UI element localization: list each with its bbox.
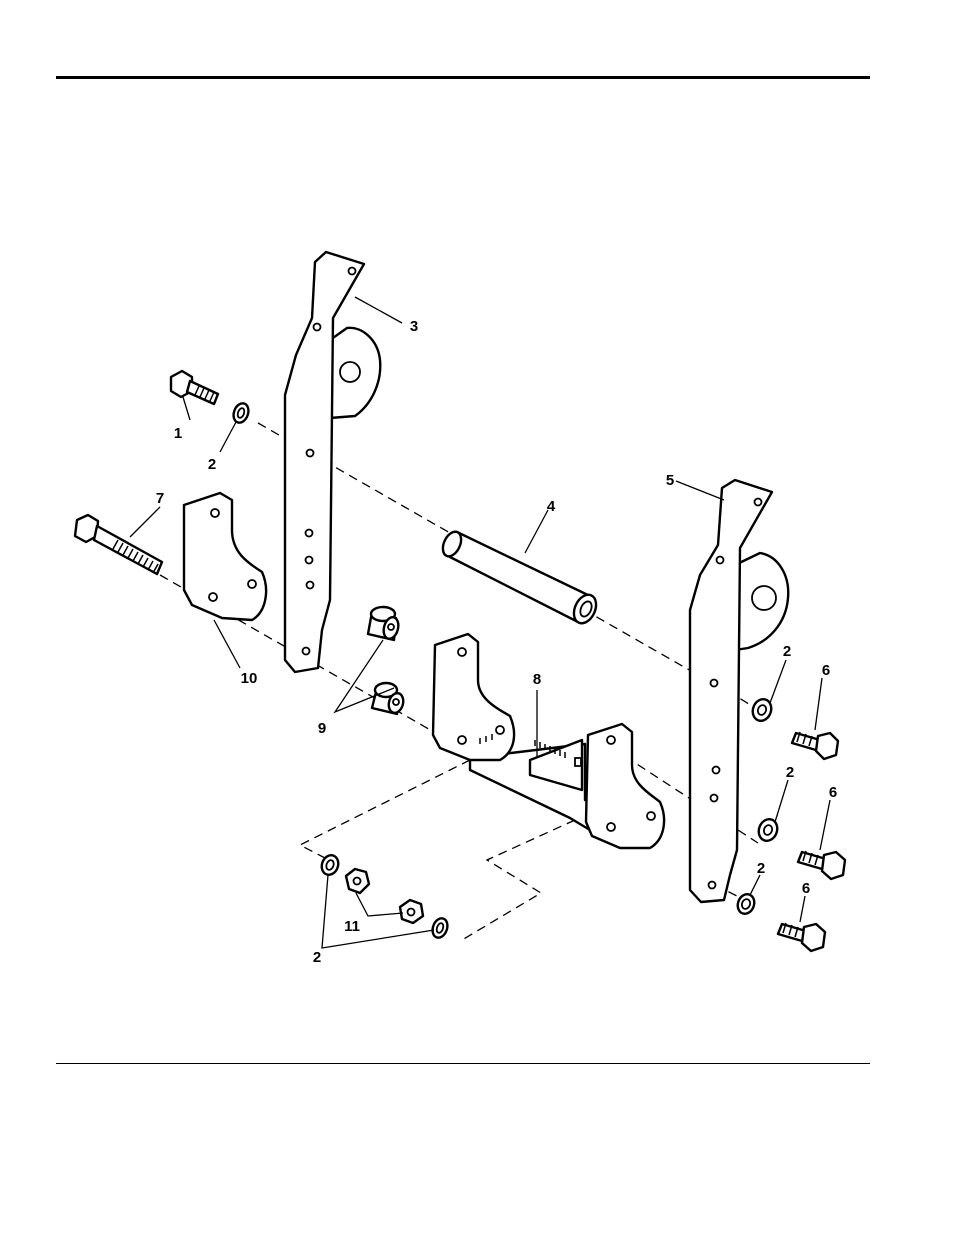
center-bracket-part-8 [433, 634, 664, 848]
callout-3: 3 [410, 318, 418, 335]
long-bolt-part-7 [75, 515, 162, 574]
callout-4: 4 [547, 498, 556, 515]
spacer-part-9-lower [372, 683, 405, 714]
short-bolt-part-1 [171, 371, 218, 404]
nut-part-11-left [346, 869, 369, 893]
callout-6-lower: 6 [802, 880, 810, 897]
bolt-part-6-lower [778, 923, 825, 951]
callout-6-middle: 6 [829, 784, 837, 801]
bolt-part-6-middle [798, 851, 845, 879]
bolt-part-6-upper [792, 732, 838, 759]
callout-1: 1 [174, 425, 182, 442]
callout-2-right-lower: 2 [757, 860, 765, 877]
callout-8: 8 [533, 671, 541, 688]
callout-2-bottom: 2 [313, 949, 321, 966]
bracket-plate-part-10 [184, 493, 266, 620]
washer-part-2-bottom-right [430, 916, 450, 940]
washer-part-2-right-middle [756, 817, 780, 844]
callout-10: 10 [241, 670, 258, 687]
callout-7: 7 [156, 490, 164, 507]
callout-2-right-upper: 2 [783, 643, 791, 660]
nut-part-11-right [400, 900, 423, 923]
washer-part-2-right-lower [735, 892, 757, 916]
tube-part-4 [439, 529, 600, 627]
callout-6-upper: 6 [822, 662, 830, 679]
callout-5: 5 [666, 472, 674, 489]
spacer-part-9-upper [368, 607, 401, 640]
callout-9: 9 [318, 720, 326, 737]
washer-part-2-upper-left [231, 401, 251, 425]
callout-2-right-middle: 2 [786, 764, 794, 781]
callout-2: 2 [208, 456, 216, 473]
bar-left-part-3 [285, 252, 380, 672]
callout-11: 11 [344, 918, 360, 935]
